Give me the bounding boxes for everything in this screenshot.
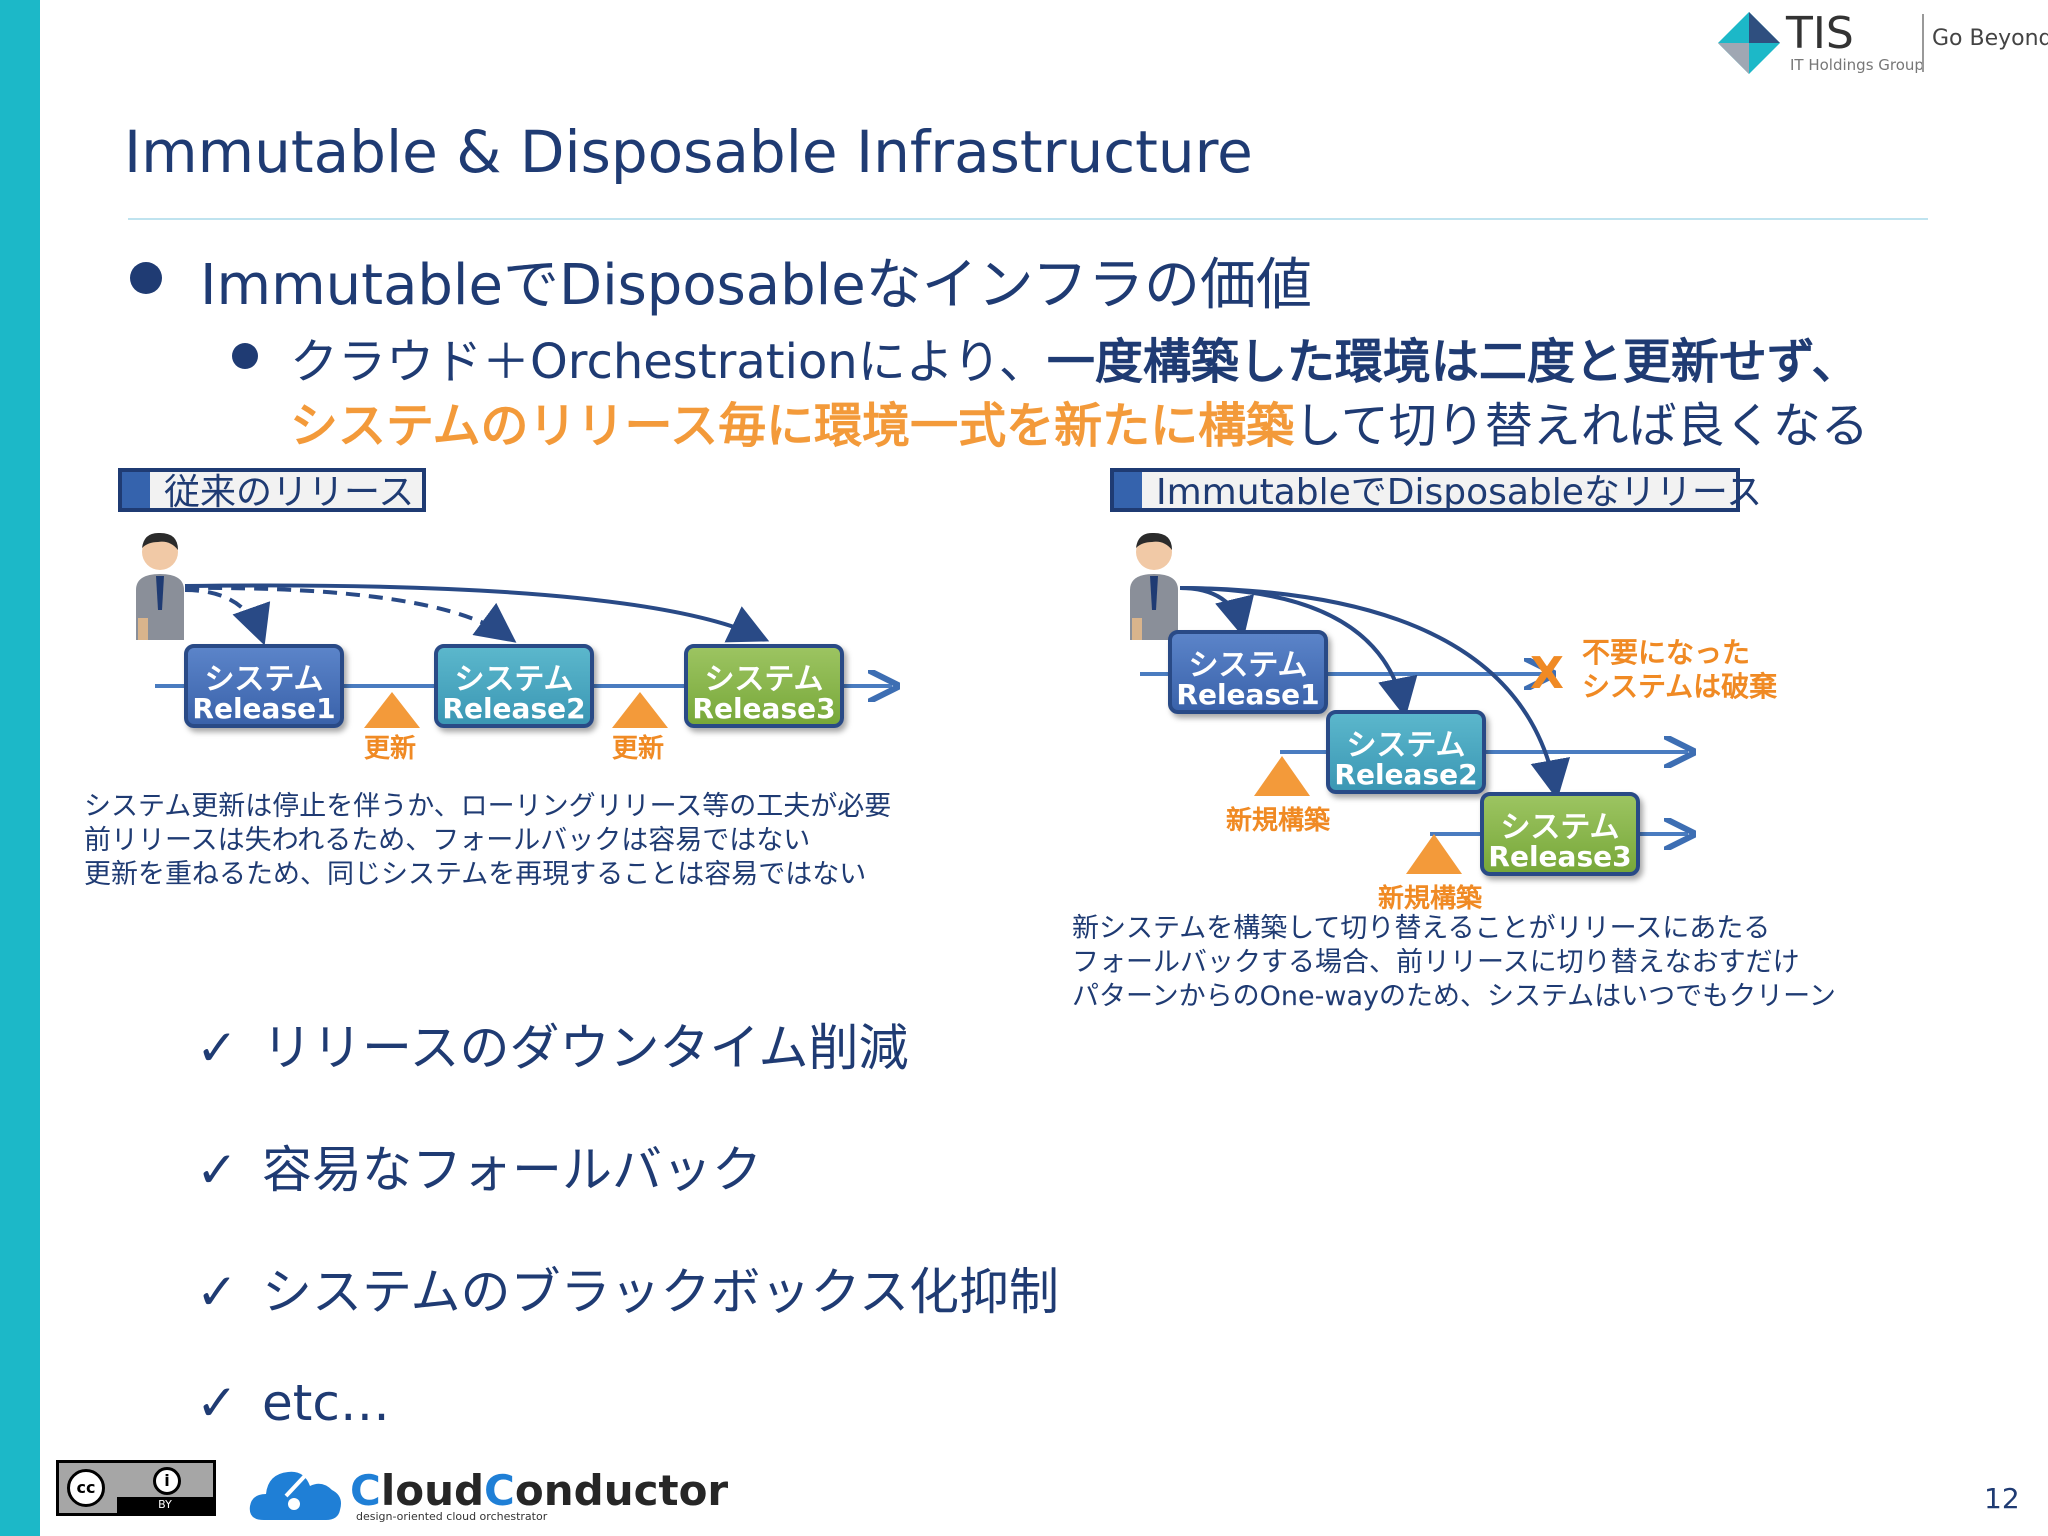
release3-box: システム Release3 [684,644,844,728]
left-desc-line: 更新を重ねるため、同じシステムを再現することは容易ではない [84,859,867,890]
cloud-conductor-logo-icon [249,1462,341,1520]
check-icon: ✓ [196,1374,238,1432]
person-icon [1130,532,1178,640]
person-icon [136,532,184,640]
left-description: システム更新は停止を伴うか、ローリングリリース等の工夫が必要 前リリースは失われ… [84,790,891,892]
box-title: システム [1346,728,1466,763]
release3-box: システム Release3 [1480,792,1640,876]
right-desc-line: パターンからのOne-wayのため、システムはいつでもクリーン [1072,981,1836,1012]
new-build-triangle-icon [1406,834,1462,874]
sub-bullet-line1: クラウド＋Orchestrationにより、一度構築した環境は二度と更新せず、 [290,322,1860,392]
box-title: システム [704,662,824,697]
box-release: Release1 [1176,678,1320,711]
box-release: Release3 [1488,840,1632,873]
new-build-triangle-icon [1254,756,1310,796]
cc-by-license-badge: cc i BY [56,1460,216,1516]
sub-bullet-line2: システムのリリース毎に環境一式を新たに構築して切り替えれば良くなる [290,386,1869,456]
cc-by-label: BY [117,1497,213,1513]
brand-subtitle: IT Holdings Group [1790,56,1924,74]
check-item-text: システムのブラックボックス化抑制 [262,1263,1059,1321]
sub-bullet-emphasis: 一度構築した環境は二度と更新せず、 [1046,334,1860,390]
check-item: ✓ 容易なフォールバック [196,1130,762,1202]
right-desc-line: フォールバックする場合、前リリースに切り替えなおすだけ [1072,947,1800,978]
check-item: ✓ etc… [196,1374,390,1432]
bullet-dot [130,262,162,294]
section-label-text: ImmutableでDisposableなリリース [1156,472,1763,513]
check-item-text: etc… [262,1374,390,1432]
page-number: 12 [1984,1482,2020,1515]
box-title: システム [1188,648,1308,683]
label-marker [1114,472,1142,508]
box-release: Release2 [1334,758,1478,791]
discard-line: システムは破棄 [1582,670,1778,703]
brand-name: TIS [1786,8,1854,59]
main-bullet: ImmutableでDisposableなインフラの価値 [200,253,1312,318]
slide-title: Immutable & Disposable Infrastructure [124,118,1253,186]
check-item: ✓ リリースのダウンタイム削減 [196,1008,909,1080]
box-title: システム [454,662,574,697]
label-marker [122,472,150,508]
sub-bullet-plain-text: して切り替えれば良くなる [1294,398,1869,454]
discard-x-mark: X [1530,648,1564,699]
right-desc-line: 新システムを構築して切り替えることがリリースにあたる [1072,913,1771,944]
box-title: システム [1500,810,1620,845]
discard-note: 不要になった システムは破棄 [1582,636,1777,704]
update-label: 更新 [364,734,417,764]
left-desc-line: 前リリースは失われるため、フォールバックは容易ではない [84,825,811,856]
check-item-text: リリースのダウンタイム削減 [262,1019,909,1077]
sub-bullet-highlight: システムのリリース毎に環境一式を新たに構築 [290,398,1295,454]
section-label-text: 従来のリリース [164,472,415,513]
brand-divider [1922,14,1924,72]
left-desc-line: システム更新は停止を伴うか、ローリングリリース等の工夫が必要 [84,791,892,822]
box-release: Release1 [192,692,336,725]
check-icon: ✓ [196,1019,238,1077]
release2-box: システム Release2 [1326,710,1486,794]
title-divider [128,218,1928,220]
sub-bullet-plain-text: クラウド＋Orchestrationにより、 [290,334,1047,390]
check-item-text: 容易なフォールバック [262,1141,762,1199]
update-triangle-icon [364,692,420,728]
section-label-immutable: ImmutableでDisposableなリリース [1110,468,1762,513]
new-build-label: 新規構築 [1378,884,1483,914]
sub-bullet-dot [232,343,258,369]
tis-logo-icon [1718,12,1780,74]
accent-side-bar [0,0,40,1536]
release1-box: システム Release1 [1168,630,1328,714]
box-release: Release3 [692,692,836,725]
check-item: ✓ システムのブラックボックス化抑制 [196,1252,1059,1324]
update-label: 更新 [612,734,665,764]
right-description: 新システムを構築して切り替えることがリリースにあたる フォールバックする場合、前… [1072,912,1836,1014]
check-icon: ✓ [196,1141,238,1199]
update-triangle-icon [612,692,668,728]
cc-icon: cc [67,1469,105,1507]
cloud-conductor-tagline: design-oriented cloud orchestrator [356,1510,548,1523]
box-release: Release2 [442,692,586,725]
release2-box: システム Release2 [434,644,594,728]
attribution-icon: i [153,1467,181,1495]
brand-slogan: Go Beyond [1932,26,2048,51]
new-build-label: 新規構築 [1226,806,1331,836]
check-icon: ✓ [196,1263,238,1321]
release1-box: システム Release1 [184,644,344,728]
section-label-traditional: 従来のリリース [118,468,426,513]
discard-line: 不要になった [1582,636,1751,669]
box-title: システム [204,662,324,697]
cloud-conductor-wordmark: CloudConductor [350,1466,729,1515]
